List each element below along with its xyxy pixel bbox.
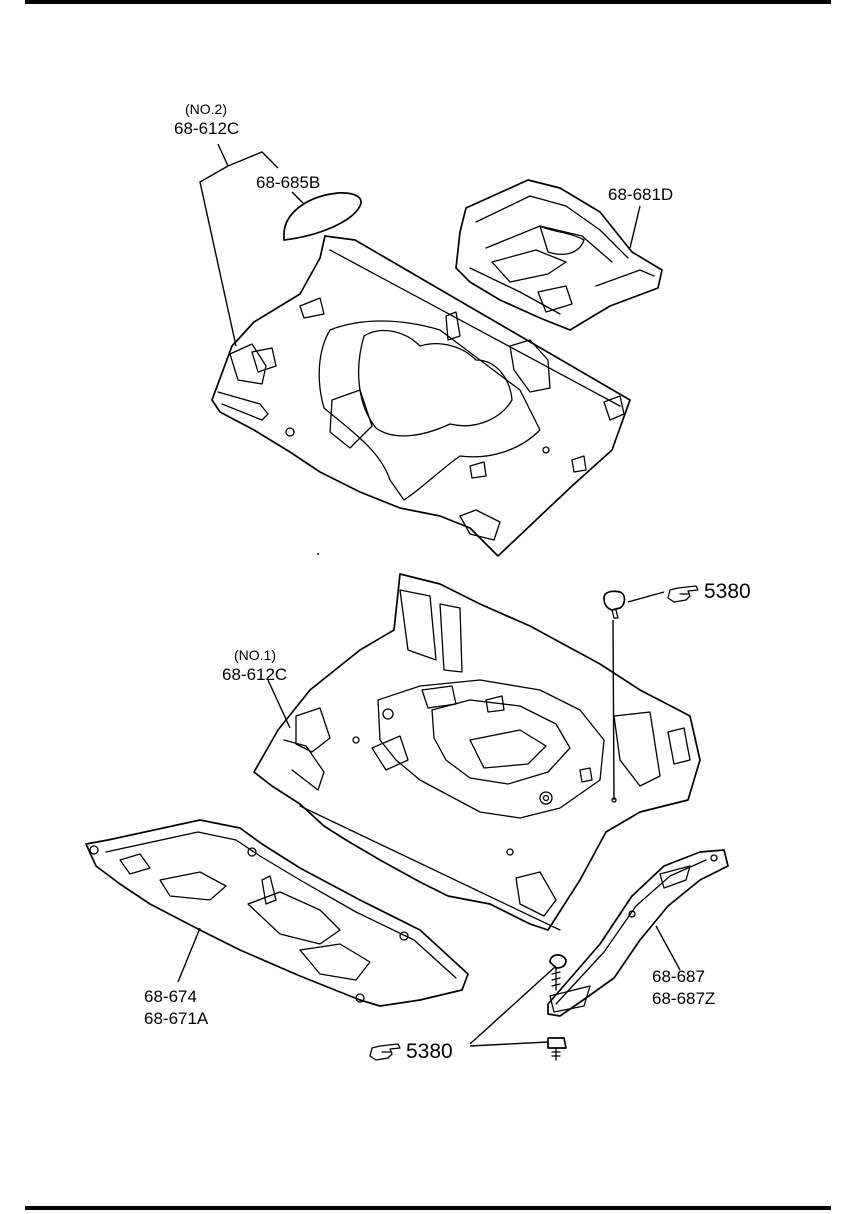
carpet-no2-68-612C [211, 235, 631, 557]
clip-fastener-top [603, 590, 626, 803]
label-no1-part: 68-612C [222, 665, 287, 684]
screw-fastener-lower [547, 1037, 567, 1061]
pointing-hand-icon [369, 1043, 401, 1061]
label-strip-a: 68-687 [652, 967, 705, 986]
label-no2-part: 68-612C [174, 119, 239, 138]
label-strip-b: 68-687Z [652, 989, 715, 1008]
label-plate-part: 68-685B [256, 173, 320, 192]
screw-fastener-upper [549, 954, 567, 991]
side-strip-68-687 [547, 849, 729, 1017]
label-rear-panel-part: 68-681D [608, 185, 673, 204]
label-fastener-ref-top: 5380 [704, 580, 751, 603]
pointing-hand-icon [667, 585, 699, 603]
label-no1-tag: (NO.1) [234, 647, 276, 663]
leader-lines [177, 143, 681, 1047]
top-rule [25, 0, 831, 4]
label-under-cover-b: 68-671A [144, 1009, 209, 1028]
stray-dot [317, 553, 319, 555]
carpet-no1-68-612C [253, 573, 701, 931]
rear-panel-68-681D [455, 179, 663, 331]
label-under-cover-a: 68-674 [144, 987, 197, 1006]
label-fastener-ref-bottom: 5380 [406, 1040, 453, 1063]
under-cover-68-674 [85, 819, 469, 1007]
bottom-rule [25, 1206, 831, 1210]
label-no2-tag: (NO.2) [185, 101, 227, 117]
plate-68-685B [283, 192, 362, 241]
